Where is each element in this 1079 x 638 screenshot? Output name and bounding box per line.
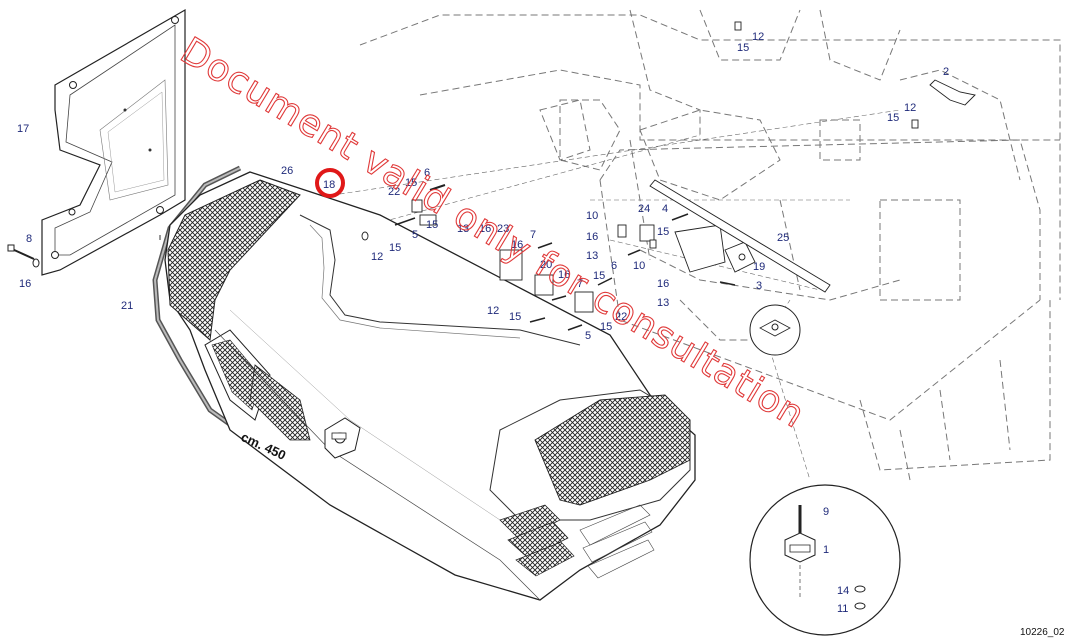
callout-13: 13	[457, 223, 469, 235]
callout-10: 10	[633, 260, 645, 272]
callout-22: 22	[615, 311, 627, 323]
callout-18: 18	[323, 179, 335, 191]
callout-2: 2	[943, 66, 949, 78]
engine-hood	[164, 171, 696, 601]
highlight-ring-18	[315, 168, 345, 198]
callout-16: 16	[586, 231, 598, 243]
callout-9: 9	[823, 506, 829, 518]
washer-16	[32, 258, 40, 268]
callout-labels: 17 8 16 21 26 18 6 15 22 5 15 15 12 13 1…	[17, 31, 949, 615]
side-panel-17	[41, 8, 186, 276]
callout-23: 23	[497, 223, 509, 235]
callout-5: 5	[585, 330, 591, 342]
callout-15: 15	[509, 311, 521, 323]
callout-16: 16	[657, 278, 669, 290]
callout-16: 16	[558, 269, 570, 281]
callout-20: 20	[540, 259, 552, 271]
callout-4: 4	[662, 203, 668, 215]
callout-15: 15	[600, 321, 612, 333]
callout-21: 21	[121, 300, 133, 312]
callout-22: 22	[388, 186, 400, 198]
callout-19: 19	[753, 261, 765, 273]
callout-14: 14	[837, 585, 849, 597]
callout-16: 16	[511, 239, 523, 251]
callout-16: 16	[19, 278, 31, 290]
callout-26: 26	[281, 165, 293, 177]
bolt-8	[7, 244, 35, 260]
callout-24: 24	[638, 203, 650, 215]
callout-7: 7	[577, 278, 583, 290]
callout-6: 6	[611, 260, 617, 272]
callout-11: 11	[837, 603, 848, 615]
callout-25: 25	[777, 232, 789, 244]
callout-15: 15	[737, 42, 749, 54]
callout-5: 5	[412, 229, 418, 241]
callout-7: 7	[530, 229, 536, 241]
hood-handle	[324, 417, 361, 459]
callout-12: 12	[904, 102, 916, 114]
callout-1: 1	[823, 544, 829, 556]
callout-15: 15	[426, 219, 438, 231]
callout-6: 6	[424, 167, 430, 179]
callout-10: 10	[586, 210, 598, 222]
detail-circle-mount	[749, 304, 901, 636]
callout-13: 13	[586, 250, 598, 262]
callout-15: 15	[405, 177, 417, 189]
drawing-number: 10226_02	[1020, 627, 1065, 638]
callout-13: 13	[657, 297, 669, 309]
callout-16: 16	[479, 223, 491, 235]
callout-17: 17	[17, 123, 29, 135]
callout-12: 12	[752, 31, 764, 43]
callout-8: 8	[26, 233, 32, 245]
callout-15: 15	[657, 226, 669, 238]
callout-12: 12	[371, 251, 383, 263]
callout-15: 15	[389, 242, 401, 254]
callout-12: 12	[487, 305, 499, 317]
hinge-hardware	[361, 21, 976, 331]
callout-15: 15	[593, 270, 605, 282]
callout-15: 15	[887, 112, 899, 124]
callout-3: 3	[756, 280, 762, 292]
